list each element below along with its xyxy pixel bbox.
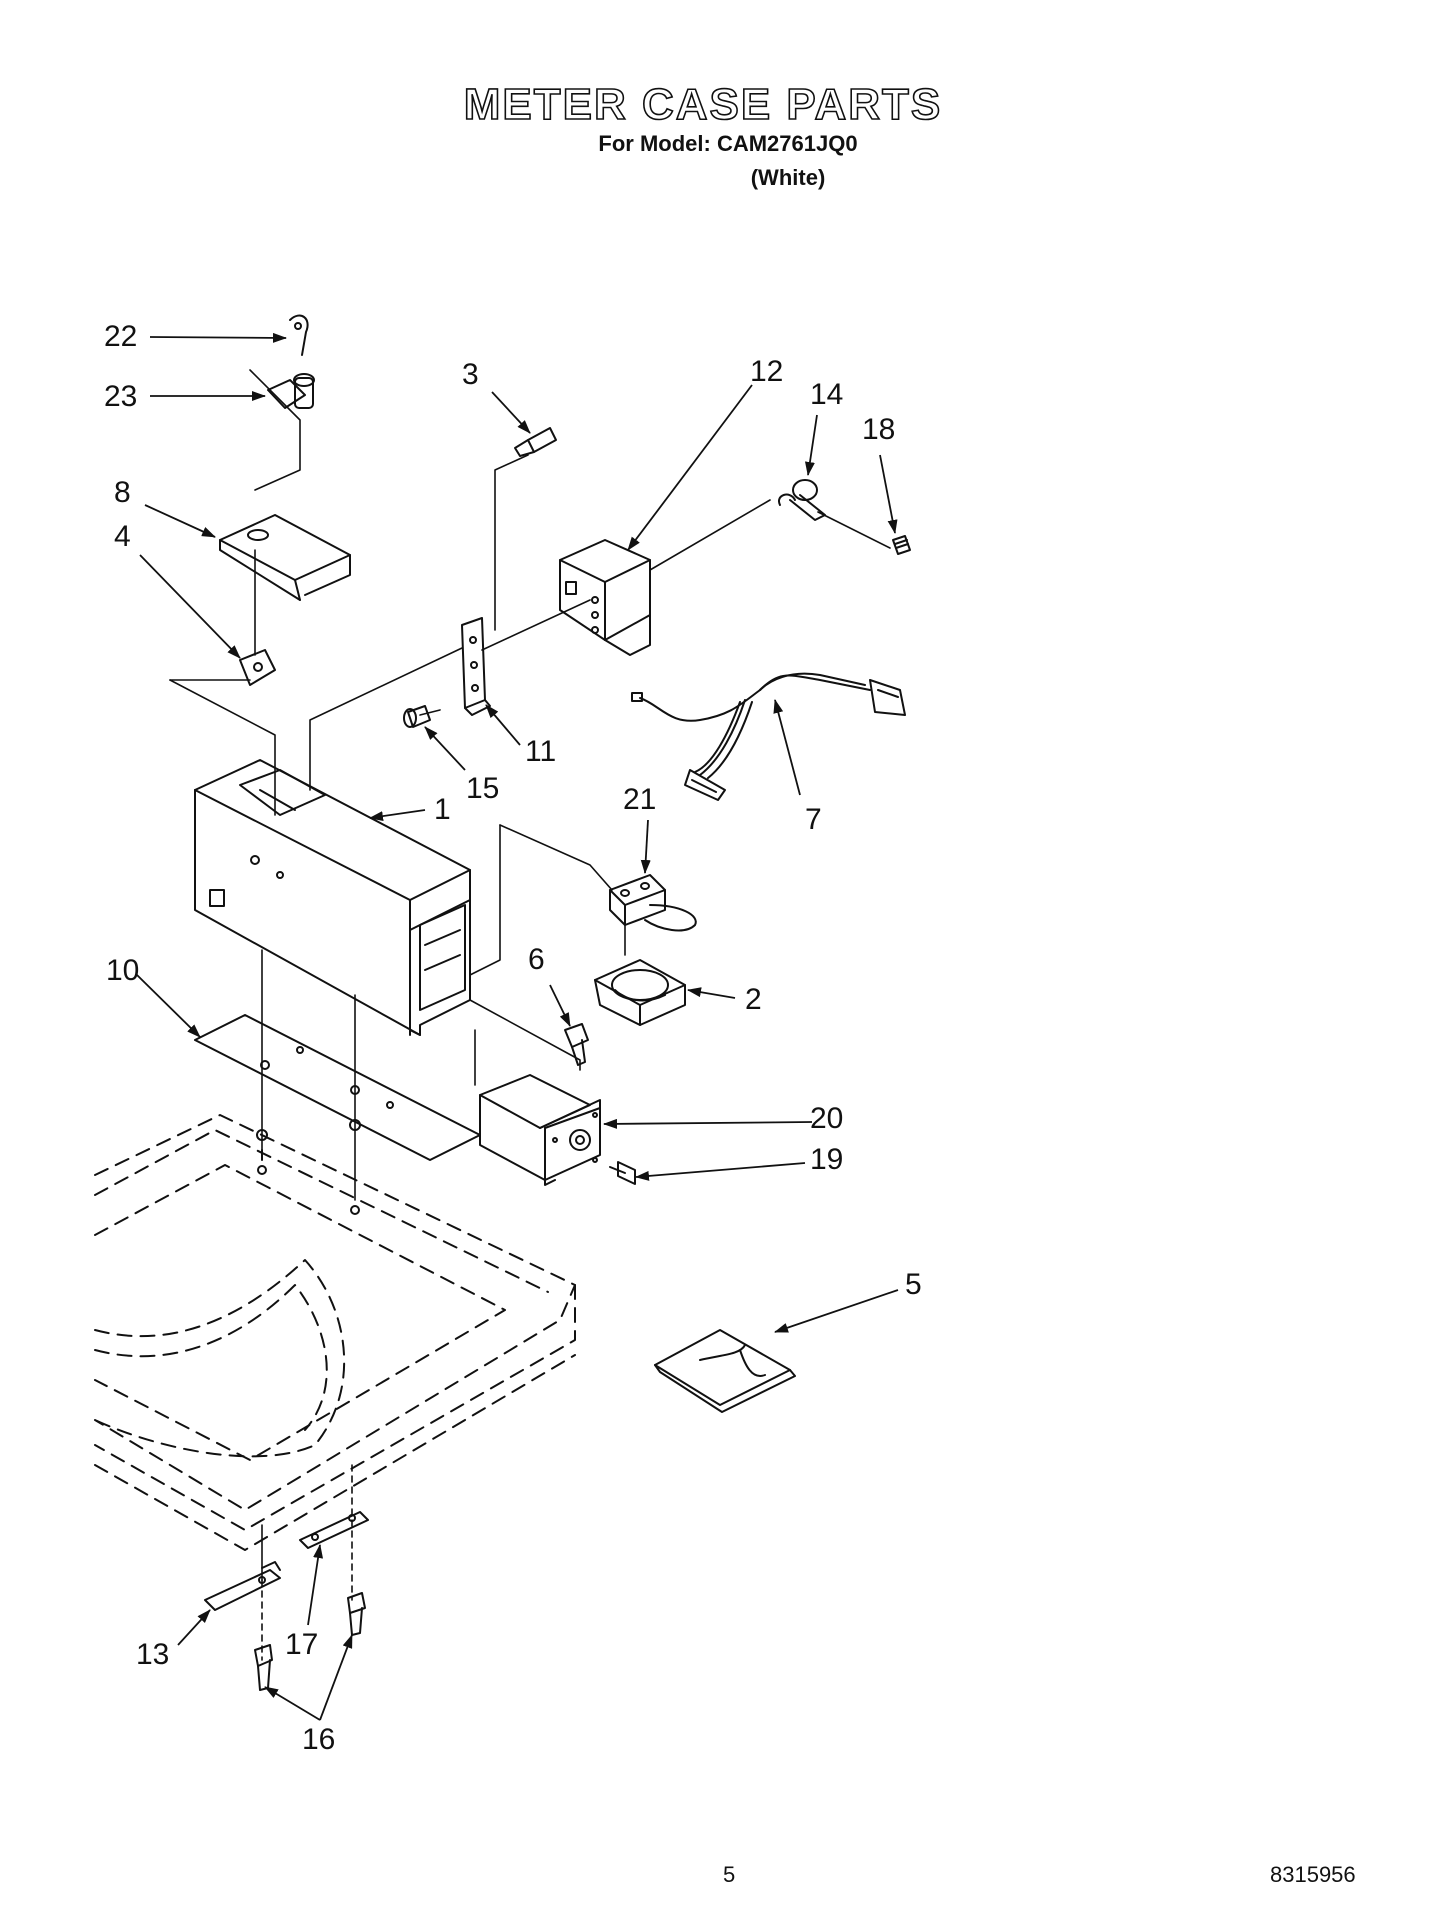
bracket-part-13 [204,1561,281,1611]
callout-18: 18 [862,413,896,446]
spring-part-18 [892,535,911,555]
callout-22: 22 [104,320,138,353]
callout-12: 12 [750,355,784,388]
pad-part-5 [654,1329,796,1413]
page-title: METER CASE PARTS [463,79,943,130]
callout-5: 5 [905,1268,922,1301]
callout-13: 13 [136,1638,170,1671]
page-number: 5 [723,1862,736,1887]
callout-14: 14 [810,378,844,411]
cup-part-2 [594,959,686,1026]
solenoid-part-20 [479,1074,601,1186]
wire-harness-part-7 [631,672,906,801]
bracket-part-11 [461,617,491,716]
color-line: (White) [750,165,826,190]
bracket-part-17 [299,1511,369,1549]
leader-arrows [136,332,899,1721]
callout-15: 15 [466,772,500,805]
callout-21: 21 [623,783,657,816]
callout-2: 2 [745,983,762,1016]
callout-19: 19 [810,1143,844,1176]
callout-6: 6 [528,943,545,976]
screw-part-3 [514,427,557,457]
screw-part-16-right [347,1592,366,1636]
cabinet-top-outline [94,1114,576,1551]
lock-part-23 [267,373,315,409]
plunger-part-19 [609,1161,636,1185]
bracket-part-21 [609,874,697,932]
callout-10: 10 [106,954,140,987]
clip-part-4 [239,649,276,686]
switch-part-14 [778,479,826,521]
callout-16: 16 [302,1723,336,1756]
callout-20: 20 [810,1102,844,1135]
document-number: 8315956 [1270,1862,1356,1887]
callout-23: 23 [104,380,138,413]
meter-case-part-1 [194,759,471,1036]
callout-11: 11 [525,735,557,768]
base-plate-part-10 [194,1014,481,1161]
callout-7: 7 [805,803,822,836]
screw-part-16-left [254,1644,273,1691]
callout-1: 1 [434,793,451,826]
callout-3: 3 [462,358,479,391]
latch-part-22 [289,314,309,356]
callout-17: 17 [285,1628,319,1661]
callout-4: 4 [114,520,131,553]
callout-8: 8 [114,476,131,509]
screw-part-15 [403,705,431,728]
bracket-part-8 [219,514,351,601]
screw-part-6 [564,1023,589,1066]
control-box-part-12 [559,539,651,656]
model-line: For Model: CAM2761JQ0 [598,131,858,156]
